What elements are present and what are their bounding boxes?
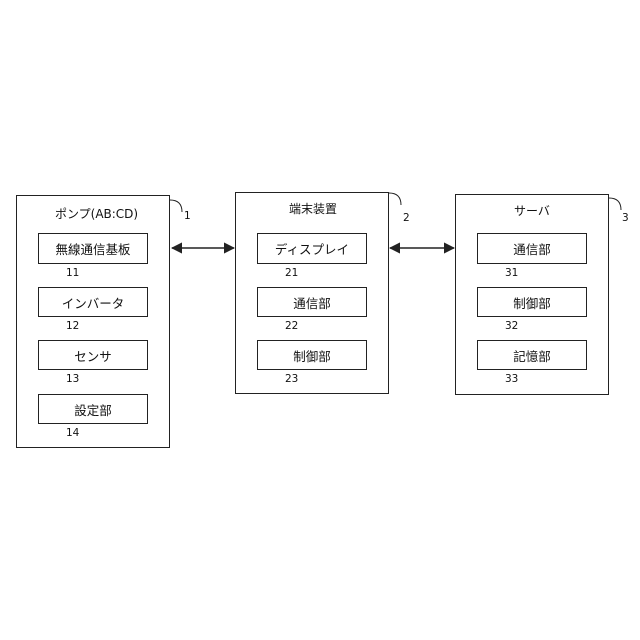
pump-item-ref: 14 (66, 427, 79, 439)
server-item-communication: 通信部 (477, 233, 587, 264)
server-item-control: 制御部 (477, 287, 587, 317)
pump-item-settings: 設定部 (38, 394, 148, 424)
pump-item-label: インバータ (62, 293, 125, 312)
terminal-item-label: ディスプレイ (275, 239, 349, 258)
server-item-storage: 記憶部 (477, 340, 587, 370)
pump-item-label: センサ (74, 346, 112, 365)
terminal-item-communication: 通信部 (257, 287, 367, 317)
terminal-item-ref: 22 (285, 320, 298, 332)
pump-item-ref: 13 (66, 373, 79, 385)
server-item-ref: 33 (505, 373, 518, 385)
terminal-item-ref: 23 (285, 373, 298, 385)
terminal-item-ref: 21 (285, 267, 298, 279)
pump-ref-leader (170, 200, 182, 212)
server-item-label: 記憶部 (513, 346, 551, 365)
server-ref: 3 (622, 212, 629, 224)
terminal-ref-leader (389, 193, 401, 205)
pump-item-sensor: センサ (38, 340, 148, 370)
pump-item-ref: 11 (66, 267, 79, 279)
server-title: サーバ (514, 202, 550, 219)
pump-item-label: 設定部 (74, 400, 112, 419)
terminal-item-control: 制御部 (257, 340, 367, 370)
server-ref-leader (609, 198, 621, 210)
pump-item-ref: 12 (66, 320, 79, 332)
terminal-title: 端末装置 (289, 200, 337, 217)
server-item-label: 通信部 (513, 239, 551, 258)
server-item-ref: 32 (505, 320, 518, 332)
server-item-label: 制御部 (513, 293, 551, 312)
terminal-ref: 2 (403, 212, 410, 224)
terminal-item-display: ディスプレイ (257, 233, 367, 264)
pump-title: ポンプ(AB:CD) (55, 205, 138, 222)
pump-item-wireless-board: 無線通信基板 (38, 233, 148, 264)
server-item-ref: 31 (505, 267, 518, 279)
pump-item-inverter: インバータ (38, 287, 148, 317)
terminal-item-label: 制御部 (293, 346, 331, 365)
pump-item-label: 無線通信基板 (55, 239, 130, 258)
pump-ref: 1 (184, 210, 191, 222)
terminal-item-label: 通信部 (293, 293, 331, 312)
